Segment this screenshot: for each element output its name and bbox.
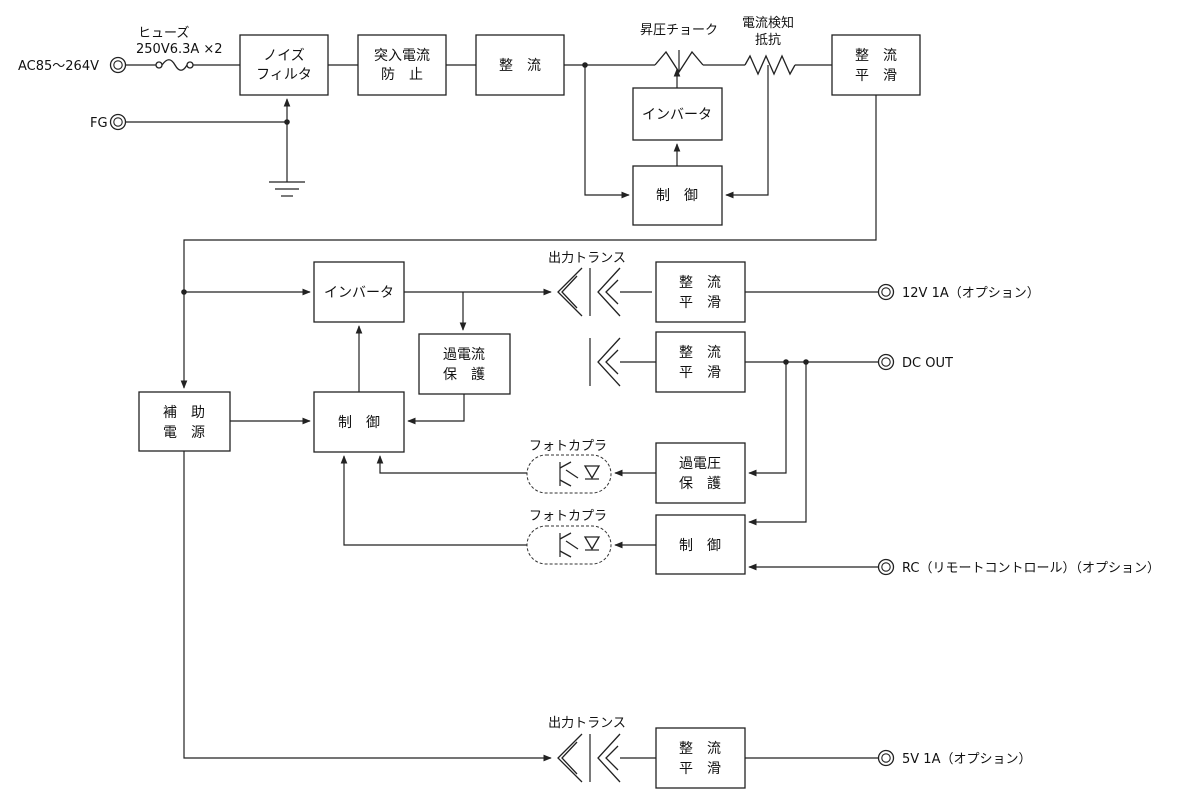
- control-block-main: 制 御: [313, 391, 405, 453]
- aux-power-line2: 電 源: [163, 425, 205, 441]
- rectifier-label: 整 流: [499, 58, 541, 74]
- smooth-top-line1: 整 流: [855, 48, 897, 64]
- smooth-12v-line1: 整 流: [679, 275, 721, 291]
- rc-label: RC（リモートコントロール）（オプション）: [902, 561, 1160, 576]
- current-sense-label1: 電流検知: [742, 15, 794, 31]
- fg-label: FG: [90, 116, 108, 131]
- current-sense-label2: 抵抗: [755, 33, 781, 48]
- inrush-line2: 防 止: [381, 67, 423, 83]
- smooth-dc-line1: 整 流: [679, 345, 721, 361]
- aux-power-block: 補 助 電 源: [138, 391, 231, 452]
- rectify-smooth-block-top: 整 流 平 滑: [831, 34, 921, 96]
- dc-out-terminal: [877, 353, 895, 371]
- inrush-line1: 突入電流: [374, 48, 430, 64]
- inverter-top-label: インバータ: [642, 107, 712, 123]
- fg-terminal: [109, 113, 127, 131]
- overvoltage-protection-block: 過電圧 保 護: [655, 442, 746, 504]
- out-5v-terminal: [877, 749, 895, 767]
- fuse-label: ヒューズ: [138, 25, 189, 41]
- boost-choke-symbol: [654, 50, 704, 74]
- overvoltage-line1: 過電圧: [679, 456, 721, 472]
- inverter-main-label: インバータ: [324, 285, 394, 301]
- inverter-block-top: インバータ: [632, 87, 723, 141]
- out-transformer-bottom-label: 出力トランス: [548, 716, 626, 731]
- fuse-rating-label: 250V6.3A ×2: [136, 42, 223, 57]
- noise-filter-block: ノイズ フィルタ: [239, 34, 329, 96]
- control-block-secondary: 制 御: [655, 514, 746, 575]
- inrush-prevention-block: 突入電流 防 止: [357, 34, 447, 96]
- out-transformer-top-label: 出力トランス: [548, 251, 626, 266]
- rectify-smooth-block-5v: 整 流 平 滑: [655, 727, 746, 789]
- fuse-symbol: [126, 59, 240, 71]
- inverter-block-main: インバータ: [313, 261, 405, 323]
- photocoupler2-label: フォトカプラ: [529, 509, 607, 524]
- noise-filter-line1: ノイズ: [263, 48, 305, 64]
- rectifier-block: 整 流: [475, 34, 565, 96]
- smooth-12v-line2: 平 滑: [679, 294, 721, 311]
- current-sense-resistor: [744, 54, 796, 76]
- out-12v-terminal: [877, 283, 895, 301]
- boost-choke-label: 昇圧チョーク: [640, 23, 718, 38]
- out-12v-label: 12V 1A（オプション）: [902, 286, 1040, 301]
- rc-terminal: [877, 558, 895, 576]
- dc-secondary-winding: [589, 337, 621, 387]
- control-block-top: 制 御: [632, 165, 723, 226]
- smooth-top-line2: 平 滑: [855, 67, 897, 84]
- overvoltage-line2: 保 護: [679, 476, 721, 492]
- output-transformer-bottom: [557, 733, 621, 783]
- photocoupler2-symbol: [526, 525, 612, 565]
- smooth-dc-line2: 平 滑: [679, 364, 721, 381]
- rectify-smooth-block-dc: 整 流 平 滑: [655, 331, 746, 393]
- overcurrent-line2: 保 護: [443, 367, 485, 383]
- overcurrent-protection-block: 過電流 保 護: [418, 333, 511, 395]
- output-transformer-top: [557, 267, 621, 317]
- overcurrent-line1: 過電流: [443, 347, 485, 363]
- smooth-5v-line2: 平 滑: [679, 760, 721, 777]
- rectify-smooth-block-12v: 整 流 平 滑: [655, 261, 746, 323]
- ac-input-label: AC85～264V: [18, 59, 99, 74]
- ground-symbol: [269, 181, 305, 197]
- control-secondary-label: 制 御: [679, 538, 721, 554]
- out-5v-label: 5V 1A（オプション）: [902, 752, 1031, 767]
- control-main-label: 制 御: [338, 415, 380, 431]
- dc-out-label: DC OUT: [902, 356, 953, 371]
- control-top-label: 制 御: [656, 188, 698, 204]
- photocoupler1-symbol: [526, 454, 612, 494]
- smooth-5v-line1: 整 流: [679, 741, 721, 757]
- noise-filter-line2: フィルタ: [256, 67, 312, 83]
- aux-power-line1: 補 助: [163, 405, 205, 421]
- ac-input-terminal: [109, 56, 127, 74]
- photocoupler1-label: フォトカプラ: [529, 439, 607, 454]
